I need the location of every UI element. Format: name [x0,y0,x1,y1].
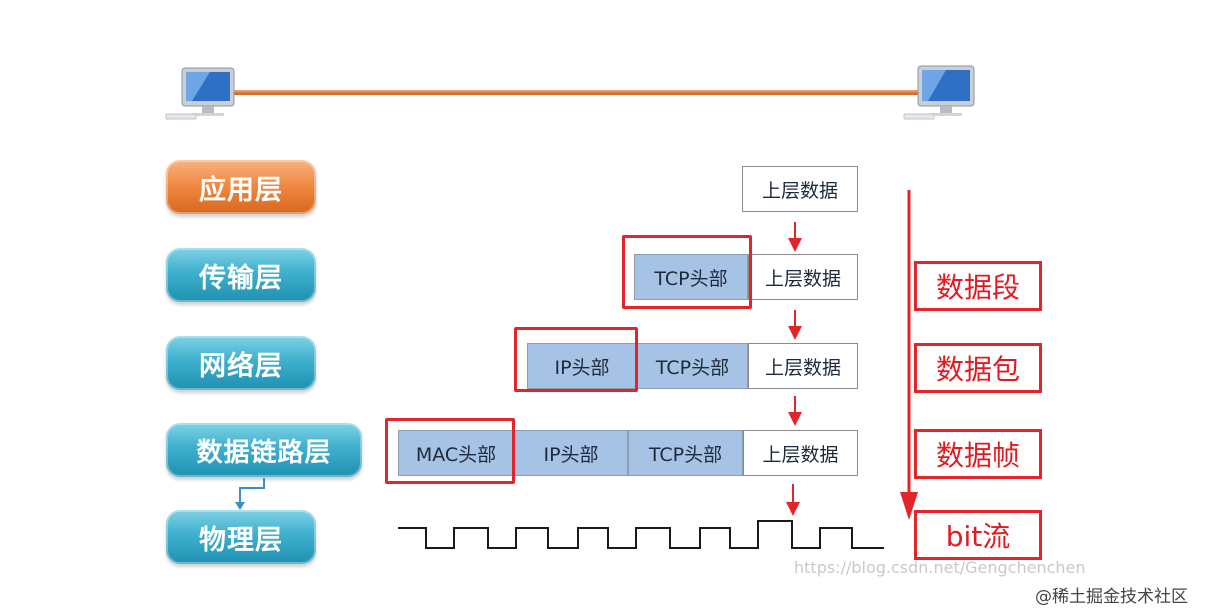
layer-datalink: 数据链路层 [166,423,362,477]
credit-label: @稀土掘金技术社区 [1035,587,1188,607]
network-tcp-header: TCP头部 [637,343,748,389]
network-ip-header: IP头部 [527,343,637,389]
tcp-header-highlight [622,235,752,309]
down-arrow-icon [788,396,802,426]
datalink-to-physical-connector [235,478,265,510]
network-data-cell: 上层数据 [748,343,858,389]
transport-data-cell: 上层数据 [748,254,858,300]
ip-header-highlight [514,327,638,392]
mac-header-highlight [385,418,515,484]
layer-network: 网络层 [166,336,316,390]
datalink-data-cell: 上层数据 [743,430,858,476]
transport-tcp-header: TCP头部 [634,254,748,300]
unit-segment: 数据段 [914,261,1042,311]
down-arrow-icon [786,484,800,516]
computer-right-icon [903,65,975,120]
app-data-cell: 上层数据 [742,166,858,212]
layer-physical: 物理层 [166,510,316,564]
unit-packet: 数据包 [914,343,1042,393]
datalink-ip-header: IP头部 [514,430,628,476]
network-cable [228,90,938,95]
datalink-mac-header: MAC头部 [398,430,514,476]
unit-frame: 数据帧 [914,429,1042,479]
datalink-tcp-header: TCP头部 [628,430,743,476]
computer-left-icon [165,67,235,120]
down-arrow-icon [788,310,802,340]
layer-application: 应用层 [166,160,316,214]
unit-bitstream: bit流 [914,510,1042,560]
watermark-url: https://blog.csdn.net/Gengchenchen [794,558,1086,577]
layer-transport: 传输层 [166,248,316,302]
down-arrow-icon [788,222,802,252]
bit-stream-waveform [398,520,884,549]
encapsulation-direction-arrow-icon [900,190,918,520]
